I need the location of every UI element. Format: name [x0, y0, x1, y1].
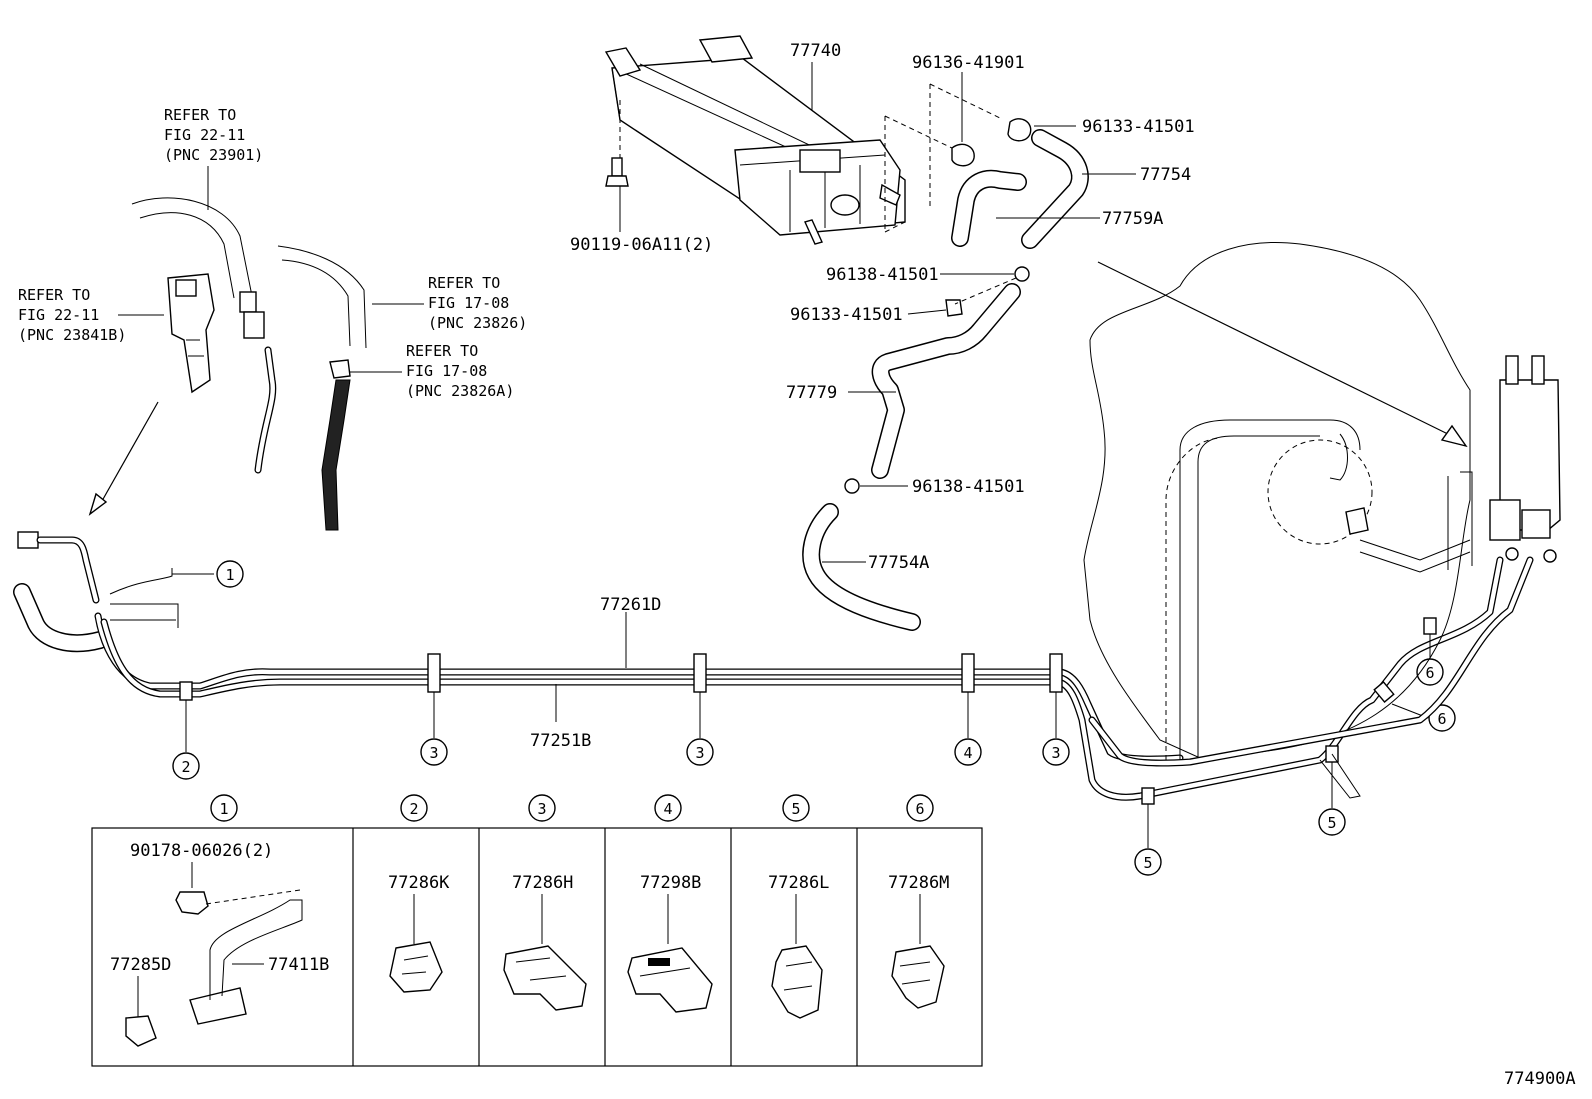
clamp-marker-3: 3 — [1042, 738, 1070, 766]
part-number-90119: 90119-06A11(2) — [570, 235, 713, 255]
part-number-90178-06026: 90178-06026(2) — [130, 841, 273, 861]
clamp-detail-table — [91, 827, 983, 1067]
table-column-5: 5 77286L — [768, 794, 829, 1019]
clamp-77298b-icon — [627, 947, 713, 1013]
svg-text:FIG 22-11: FIG 22-11 — [18, 306, 99, 324]
svg-text:FIG 17-08: FIG 17-08 — [406, 362, 487, 380]
pipe-left-end — [13, 531, 179, 653]
table-column-1: 1 90178-06026(2) 77285D 77411B — [110, 794, 329, 1047]
part-number-96138-41501-b: 96138-41501 — [912, 477, 1025, 497]
clamp-marker-6: 6 — [1416, 658, 1444, 686]
table-column-3: 3 77286H — [503, 794, 587, 1011]
svg-text:3: 3 — [537, 800, 546, 818]
clamp-marker-4: 4 — [954, 738, 982, 766]
svg-text:4: 4 — [663, 800, 672, 818]
svg-text:2: 2 — [409, 800, 418, 818]
clamp-icon — [179, 617, 1437, 805]
hose-clamp-icon — [329, 359, 351, 379]
part-number-77286l: 77286L — [768, 873, 829, 893]
refer-fig-17-08-pnc-23826a: REFER TO FIG 17-08 (PNC 23826A) — [406, 342, 514, 400]
fuel-tank-outline — [1083, 242, 1473, 760]
part-number-96136-41901: 96136-41901 — [912, 53, 1025, 73]
table-column-2: 2 77286K — [388, 794, 450, 993]
clamp-77286k-icon — [389, 941, 443, 993]
hose-77754a[interactable] — [802, 503, 921, 631]
svg-text:(PNC 23841B): (PNC 23841B) — [18, 326, 126, 344]
part-number-77411b: 77411B — [268, 955, 329, 975]
svg-text:REFER TO: REFER TO — [428, 274, 500, 292]
hose-77779[interactable] — [871, 283, 1021, 479]
hose-clip-icon — [945, 266, 1030, 317]
part-number-77286k: 77286K — [388, 873, 450, 893]
refer-fig-22-11-pnc-23841b: REFER TO FIG 22-11 (PNC 23841B) — [18, 286, 126, 344]
fuel-tube-77251b[interactable] — [100, 556, 1504, 801]
part-number-77286m: 77286M — [888, 873, 949, 893]
clamp-marker-1: 1 — [216, 560, 244, 588]
fuel-tube-77261d[interactable] — [94, 612, 1184, 763]
clamp-77286l-icon — [771, 945, 823, 1019]
svg-text:FIG 22-11: FIG 22-11 — [164, 126, 245, 144]
part-number-77251b: 77251B — [530, 731, 591, 751]
svg-text:(PNC 23826): (PNC 23826) — [428, 314, 527, 332]
hose-clip-icon — [844, 478, 860, 494]
part-number-96133-41501-a: 96133-41501 — [1082, 117, 1195, 137]
svg-text:3: 3 — [1051, 744, 1060, 762]
svg-text:(PNC 23901): (PNC 23901) — [164, 146, 263, 164]
clamp-marker-6: 6 — [1428, 704, 1456, 732]
svg-text:5: 5 — [1143, 854, 1152, 872]
refer-fig-17-08-pnc-23826: REFER TO FIG 17-08 (PNC 23826) — [428, 274, 527, 332]
clamp-marker-2: 2 — [172, 752, 200, 780]
clamp-marker-5: 5 — [1134, 848, 1162, 876]
fuel-hose-upper — [131, 197, 253, 299]
svg-text:4: 4 — [963, 744, 972, 762]
clamp-77286m-icon — [891, 945, 945, 1009]
svg-text:6: 6 — [1425, 664, 1434, 682]
bolt-icon — [605, 157, 629, 187]
connector-icon — [239, 291, 265, 339]
svg-text:6: 6 — [1437, 710, 1446, 728]
part-number-77286h: 77286H — [512, 873, 573, 893]
part-number-77754a: 77754A — [868, 553, 929, 573]
refer-fig-22-11-pnc-23901: REFER TO FIG 22-11 (PNC 23901) — [164, 106, 263, 164]
table-column-4: 4 77298B — [627, 794, 713, 1013]
svg-text:REFER TO: REFER TO — [18, 286, 90, 304]
hose-77759a[interactable] — [951, 169, 1027, 247]
svg-text:(PNC 23826A): (PNC 23826A) — [406, 382, 514, 400]
clamp-marker-3: 3 — [420, 738, 448, 766]
svg-text:REFER TO: REFER TO — [164, 106, 236, 124]
svg-text:3: 3 — [695, 744, 704, 762]
svg-text:6: 6 — [915, 800, 924, 818]
svg-text:FIG 17-08: FIG 17-08 — [428, 294, 509, 312]
part-number-77759a: 77759A — [1102, 209, 1163, 229]
part-number-77285d: 77285D — [110, 955, 171, 975]
svg-text:1: 1 — [219, 800, 228, 818]
svg-text:5: 5 — [1327, 814, 1336, 832]
part-number-96133-41501-b: 96133-41501 — [790, 305, 903, 325]
table-column-6: 6 77286M — [888, 794, 949, 1009]
part-number-77298b: 77298B — [640, 873, 701, 893]
canister-assembly-small — [1489, 355, 1561, 563]
diagram-code: 774900A — [1504, 1069, 1576, 1089]
svg-text:5: 5 — [791, 800, 800, 818]
fuel-sender-connector — [167, 273, 215, 394]
svg-text:3: 3 — [429, 744, 438, 762]
clamp-marker-3: 3 — [686, 738, 714, 766]
part-number-77754: 77754 — [1140, 165, 1191, 185]
hose-77754[interactable] — [1021, 129, 1089, 249]
svg-text:1: 1 — [225, 566, 234, 584]
charcoal-canister[interactable] — [604, 35, 906, 245]
part-number-77740: 77740 — [790, 41, 841, 61]
svg-text:2: 2 — [181, 758, 190, 776]
part-number-77261d: 77261D — [600, 595, 661, 615]
part-number-77779: 77779 — [786, 383, 837, 403]
clamp-marker-5: 5 — [1318, 808, 1346, 836]
hose-clamp-icon — [951, 118, 1032, 167]
part-number-96138-41501-a: 96138-41501 — [826, 265, 939, 285]
svg-text:REFER TO: REFER TO — [406, 342, 478, 360]
